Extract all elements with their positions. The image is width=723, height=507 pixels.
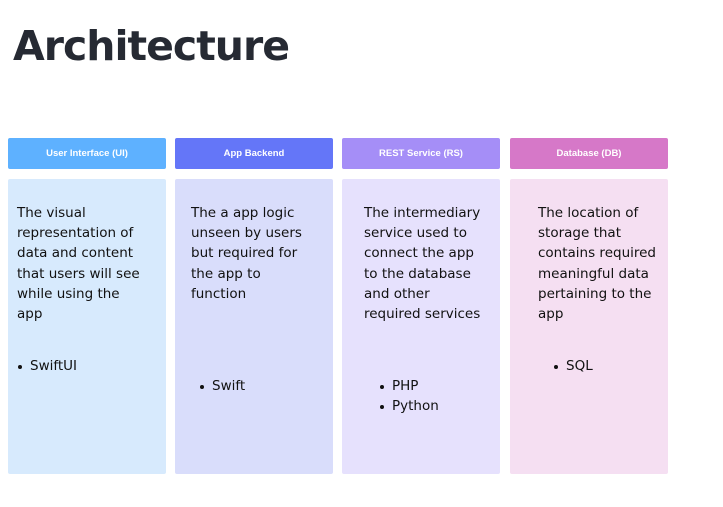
column-user-interface: User Interface (UI) The visual represent… [8, 138, 166, 474]
column-description-rest-service: The intermediary service used to connect… [364, 205, 481, 323]
column-card-database: The location of storage that contains re… [510, 179, 668, 474]
technology-item: Python [379, 396, 490, 416]
technology-list-rest-service: PHP Python [364, 376, 490, 416]
column-card-app-backend: The a app logic unseen by users but requ… [175, 179, 333, 474]
column-app-backend: App Backend The a app logic unseen by us… [175, 138, 333, 474]
column-header-database: Database (DB) [510, 138, 668, 169]
page-title: Architecture [13, 22, 290, 70]
column-rest-service: REST Service (RS) The intermediary servi… [342, 138, 500, 474]
technology-item: SwiftUI [17, 356, 142, 376]
technology-list-user-interface: SwiftUI [17, 356, 142, 376]
technology-item: SQL [553, 356, 658, 376]
technology-item: PHP [379, 376, 490, 396]
technology-list-app-backend: Swift [191, 376, 311, 396]
technology-item: Swift [199, 376, 311, 396]
technology-list-database: SQL [538, 356, 658, 376]
column-header-user-interface: User Interface (UI) [8, 138, 166, 169]
column-database: Database (DB) The location of storage th… [510, 138, 668, 474]
column-card-rest-service: The intermediary service used to connect… [342, 179, 500, 474]
column-card-user-interface: The visual representation of data and co… [8, 179, 166, 474]
column-description-database: The location of storage that contains re… [538, 205, 656, 323]
column-description-app-backend: The a app logic unseen by users but requ… [191, 205, 302, 302]
column-header-app-backend: App Backend [175, 138, 333, 169]
column-description-user-interface: The visual representation of data and co… [17, 205, 140, 323]
column-header-rest-service: REST Service (RS) [342, 138, 500, 169]
